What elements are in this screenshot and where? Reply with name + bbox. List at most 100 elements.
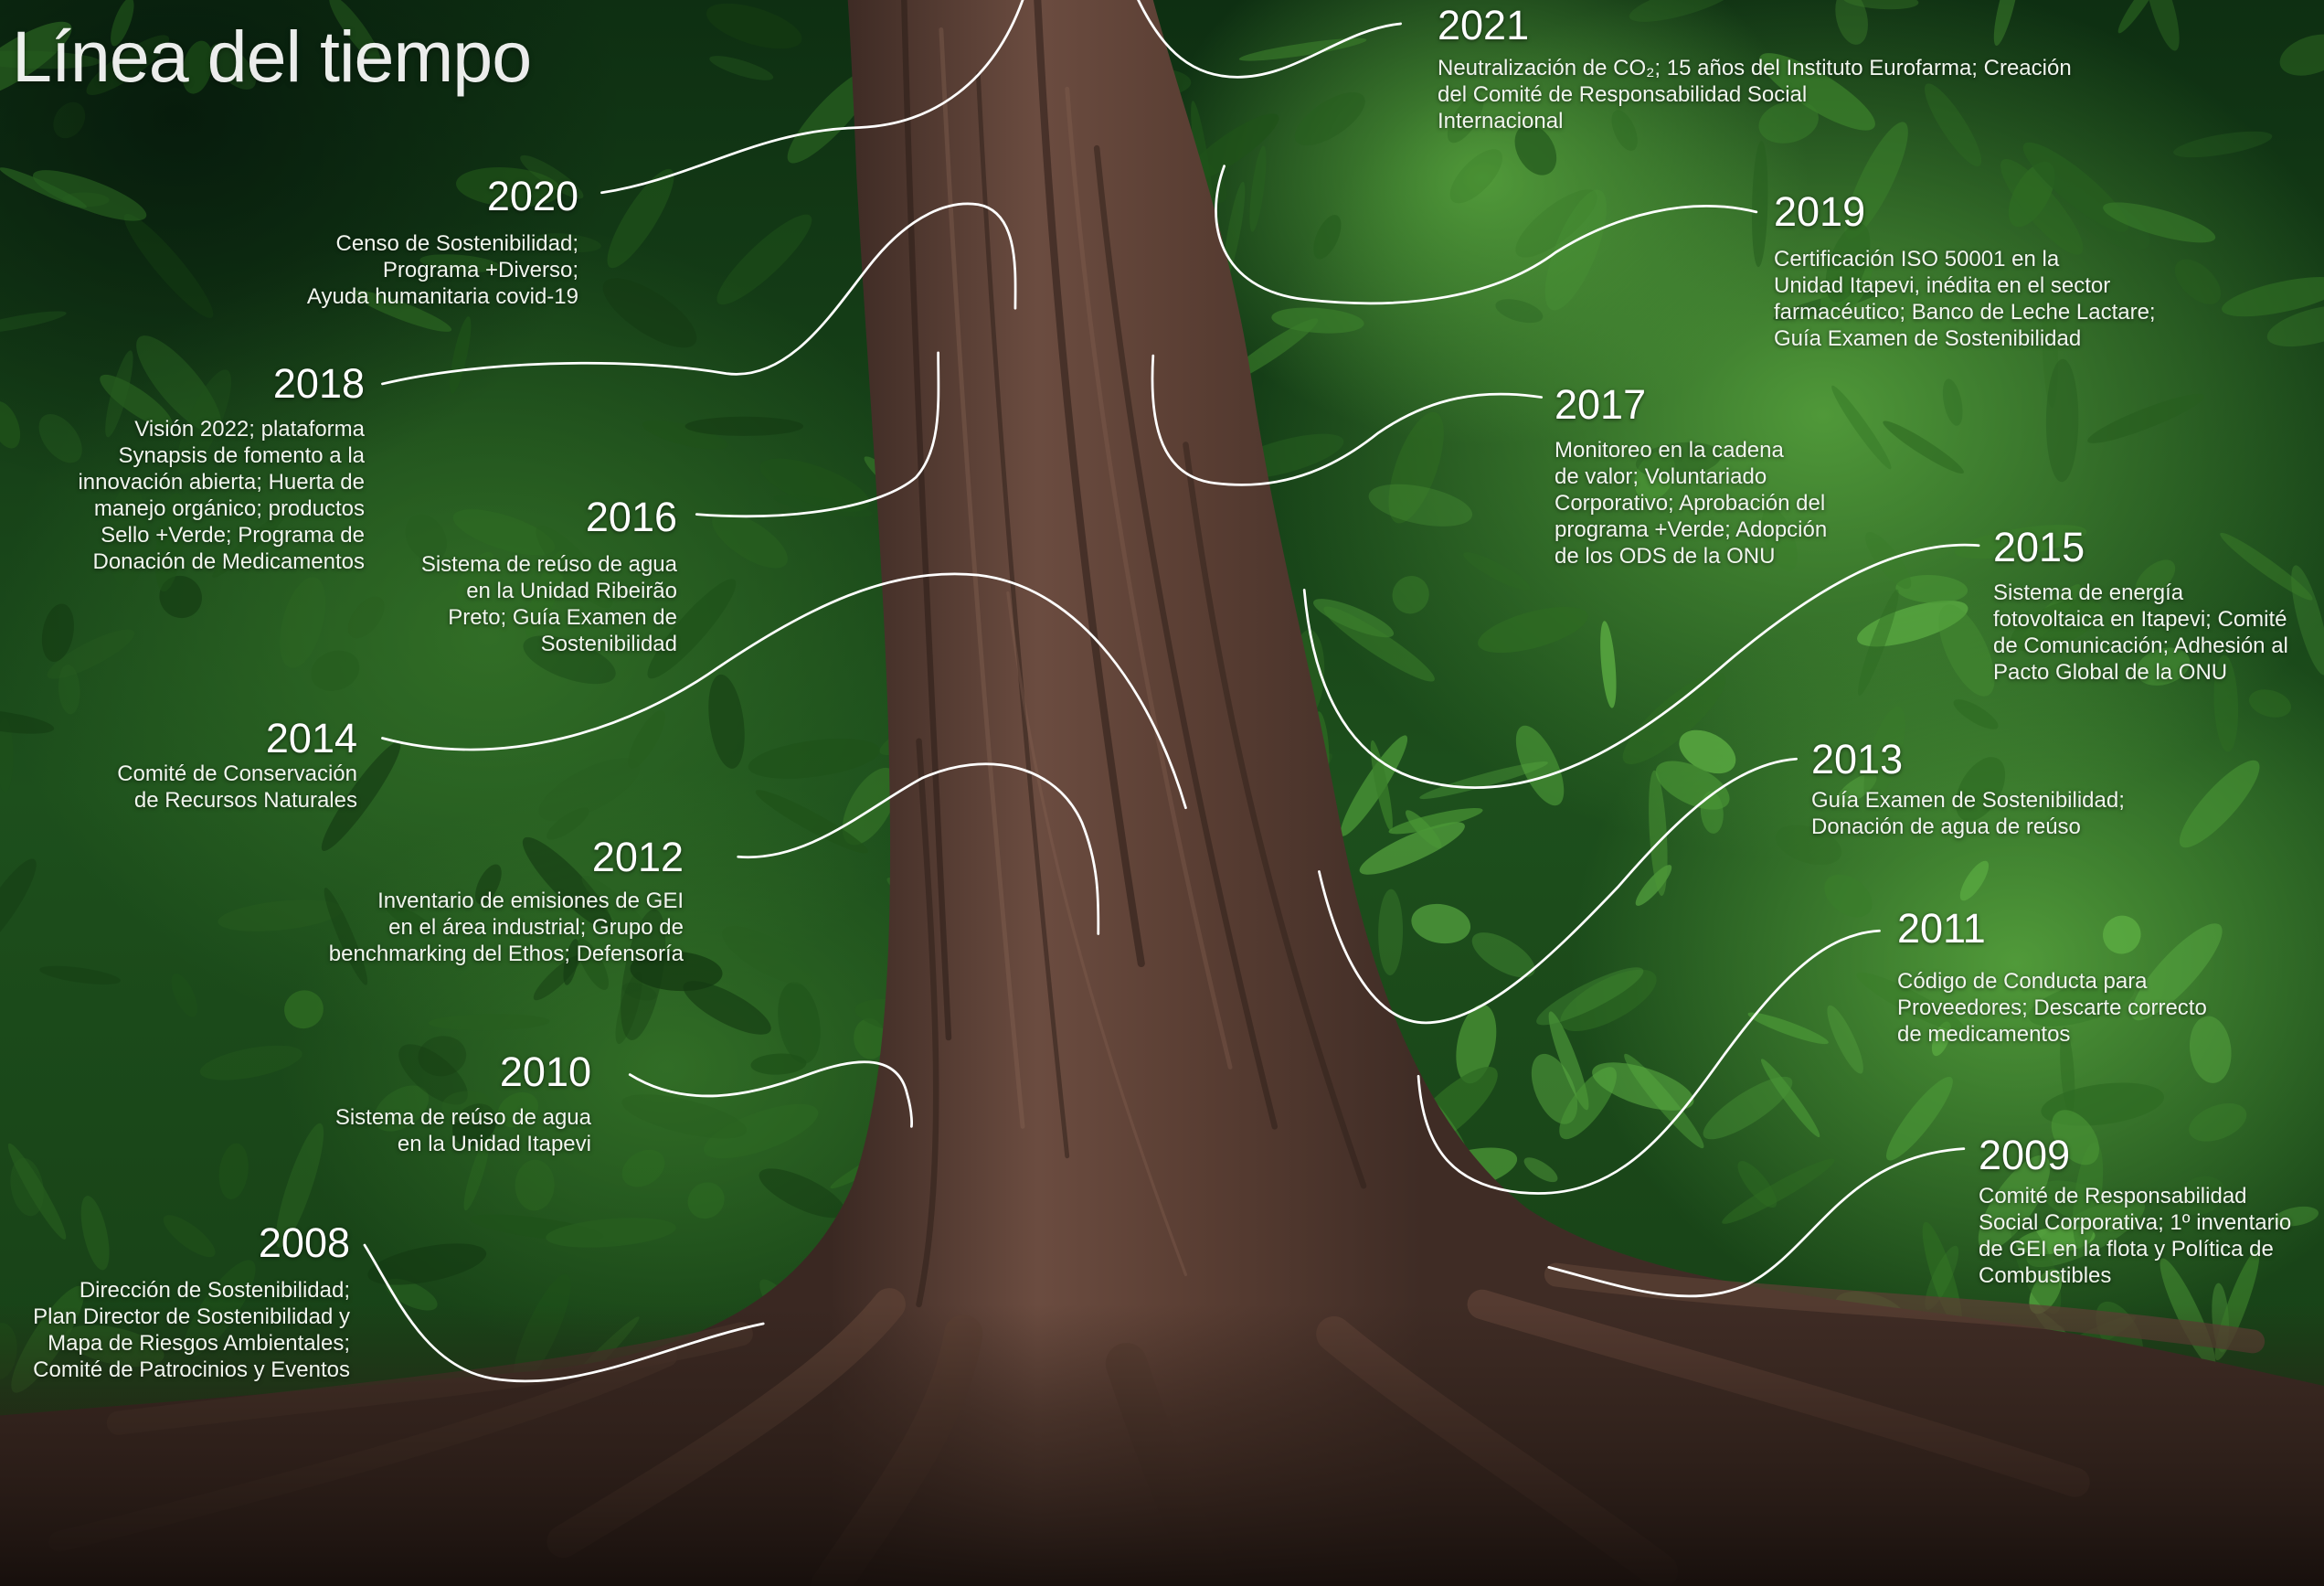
connector-lines [363,0,1980,1383]
foliage-leaf [275,1123,324,1248]
foliage-leaf [2117,0,2163,34]
timeline-event-2010: 2010 Sistema de reúso de agua en la Unid… [335,1051,591,1157]
foliage-leaf [1378,889,1404,975]
event-description: Certificación ISO 50001 en la Unidad Ita… [1774,246,2156,352]
event-description-line: Programa +Diverso; [382,258,578,282]
foliage-leaf [0,311,67,335]
foliage-leaf [1294,92,1365,146]
foliage-leaf [1514,124,1557,176]
foliage-leaf [1370,740,1393,831]
foliage-leaf [1340,735,1408,836]
foliage-leaf [647,579,737,679]
foliage-leaf [1703,1076,1793,1140]
foliage-leaf [100,374,173,429]
foliage-leaf [1471,932,1535,978]
foliage-leaf [2011,599,2102,652]
shadow-area [0,0,623,505]
foliage-leaf [842,767,898,846]
foliage-leaf [321,741,401,851]
foliage-leaf [209,43,257,90]
foliage-leaf [607,168,674,269]
foliage-leaf [199,1045,302,1080]
foliage-leaf [441,1091,498,1125]
foliage-leaf [630,951,723,992]
ground-shadow [0,1304,2324,1586]
foliage-leaf [53,101,86,139]
foliage-leaf [1883,420,1964,474]
foliage-leaf [367,1243,487,1285]
foliage-leaf [1523,1157,1558,1183]
event-year: 2021 [1438,2,1530,48]
foliage-leaf [1925,83,1982,167]
foliage-leaf [522,836,613,931]
foliage-leaf [1388,807,1483,835]
event-description-line: Sostenibilidad [540,632,677,656]
foliage-leaf [374,1085,430,1132]
foliage-leaf [39,965,121,985]
event-description-line: Internacional [1438,109,1564,133]
foliage-leaf [1931,1021,1951,1057]
connector-line-2013 [1318,757,1799,1025]
event-year: 2018 [272,360,365,407]
foliage-leaf [1463,552,1531,591]
foliage-leaf [111,0,134,47]
foliage-leaf [1760,1059,1820,1138]
foliage-leaf [47,629,135,679]
foliage-leaf [182,40,213,94]
foliage-leaf [41,603,74,662]
foliage-leaf [1835,0,1868,45]
foliage-leaf [642,420,728,450]
foliage-leaf [538,758,641,822]
event-description-line: Neutralización de CO₂; 15 años del Insti… [1438,56,2072,80]
connector-line-2014 [381,572,1187,810]
event-description: Monitoreo en la cadena de valor; Volunta… [1555,437,1827,569]
event-description-line: Código de Conducta para [1897,969,2148,994]
foliage-leaf [1858,589,1899,697]
foliage-leaf [1447,93,1484,144]
foliage-leaf [1857,601,1969,647]
foliage-leaf [2248,689,2291,718]
foliage-leaf [621,983,657,1001]
foliage-leaf [520,154,584,199]
event-description-line: de Comunicación; Adhesión al [1993,633,2288,658]
foliage-leaf [1629,0,1737,22]
foliage-leaf [722,926,812,985]
event-description-line: Plan Director de Sostenibilidad y [33,1304,350,1329]
event-description-line: Comité de Conservación [117,761,357,786]
event-description-line: Mapa de Riesgos Ambientales; [48,1331,350,1356]
event-description-line: Monitoreo en la cadena [1555,438,1784,463]
event-year: 2020 [486,173,578,219]
event-description: Dirección de Sostenibilidad; Plan Direct… [33,1277,350,1383]
foliage-leaf [683,981,771,1035]
event-description-line: Inventario de emisiones de GEI [377,889,684,913]
foliage-leaf [176,369,232,474]
foliage-leaf [86,35,170,95]
foliage-leaf [405,514,447,562]
event-description-line: Social Corporativa; 1º inventario [1979,1210,2292,1235]
event-description: Censo de Sostenibilidad; Programa +Diver… [307,230,578,310]
bark-streak [1183,442,1367,1189]
event-year: 2014 [265,715,357,761]
event-description-line: Donación de agua de reúso [1811,814,2081,839]
foliage-leaf [32,170,147,221]
foliage-leaf [419,254,501,272]
foliage-leaf [463,1136,490,1211]
connector-line-2017 [1151,354,1544,486]
foliage-leaf [523,635,616,685]
timeline-event-2011: 2011 Código de Conducta para Proveedores… [1897,908,2207,1048]
event-description: Sistema de reúso de agua en la Unidad Ri… [421,551,677,657]
foliage-leaf [0,401,21,449]
foliage-leaf [1758,101,1819,144]
foliage-leaf [546,807,589,840]
event-description-line: Synapsis de fomento a la [118,443,366,468]
foliage-leaf [0,167,87,208]
foliage-leaf [1271,307,1364,334]
timeline-event-2016: 2016 Sistema de reúso de agua en la Unid… [421,496,677,657]
connector-line-2015 [1302,543,1980,789]
foliage-leaf [2103,202,2216,243]
foliage-leaf [311,650,360,691]
foliage-leaf [1842,0,1919,10]
event-description-line: Guía Examen de Sostenibilidad [1774,326,2082,351]
foliage-leaf [1560,969,1657,1032]
foliage-leaf [2145,0,2180,51]
